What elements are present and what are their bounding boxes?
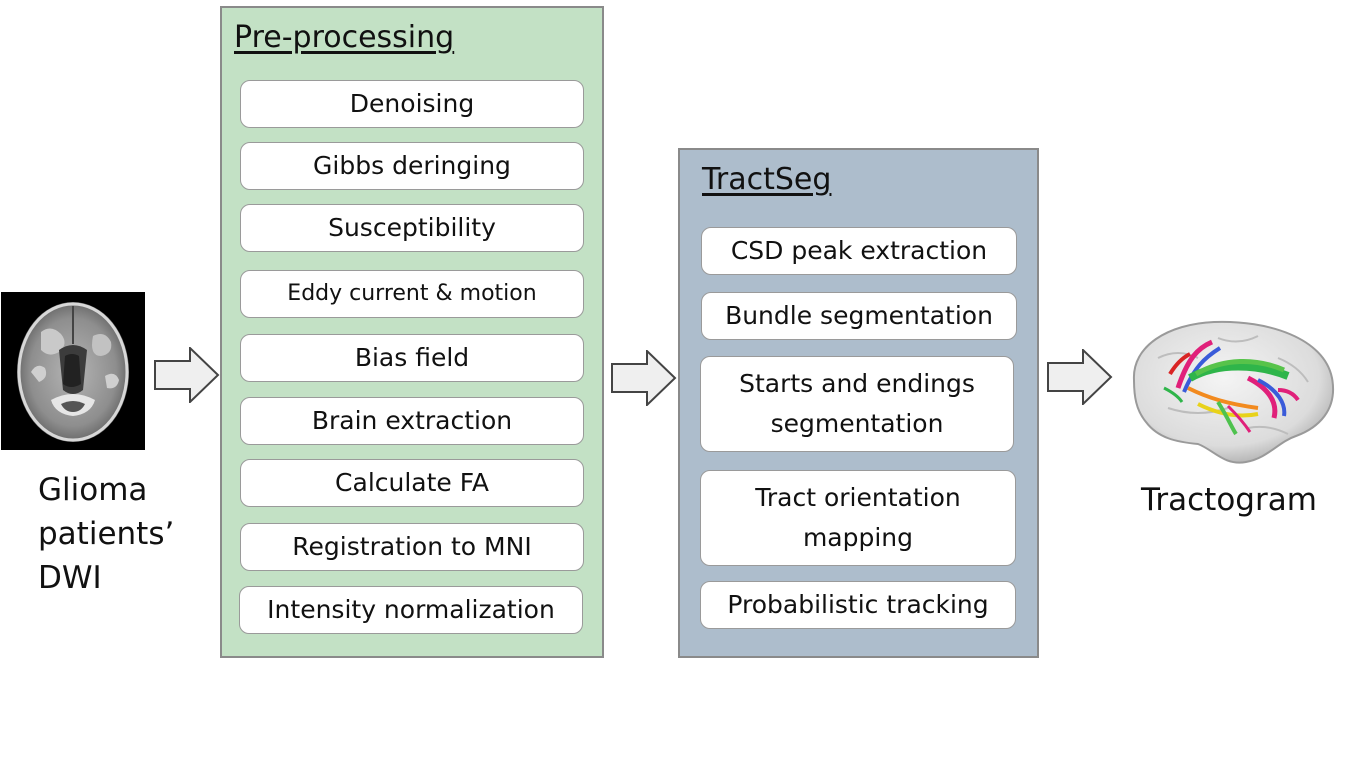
step-brain-extraction: Brain extraction: [240, 397, 584, 445]
step-bundle-segmentation: Bundle segmentation: [701, 292, 1017, 340]
step-eddy-current-motion: Eddy current & motion: [240, 270, 584, 318]
step-gibbs-deringing: Gibbs deringing: [240, 142, 584, 190]
arrow-right-icon: [1047, 349, 1113, 405]
step-tract-orientation-mapping: Tract orientation mapping: [700, 470, 1016, 566]
preprocessing-panel: Pre-processing Denoising Gibbs deringing…: [220, 6, 604, 658]
preprocessing-title: Pre-processing: [234, 20, 455, 55]
step-calculate-fa: Calculate FA: [240, 459, 584, 507]
step-probabilistic-tracking: Probabilistic tracking: [700, 581, 1016, 629]
dwi-brain-image: [1, 292, 145, 450]
arrow-right-icon: [611, 350, 677, 406]
input-caption-line: Glioma: [38, 472, 148, 508]
step-intensity-normalization: Intensity normalization: [239, 586, 583, 634]
step-registration-mni: Registration to MNI: [240, 523, 584, 571]
brain-scan-icon: [1, 292, 145, 450]
input-caption: Glioma patients’ DWI: [38, 468, 208, 600]
tractseg-title: TractSeg: [702, 162, 832, 197]
output-caption: Tractogram: [1141, 482, 1317, 518]
tractseg-panel: TractSeg CSD peak extraction Bundle segm…: [678, 148, 1039, 658]
step-bias-field: Bias field: [240, 334, 584, 382]
tractogram-image: [1128, 318, 1336, 468]
arrow-right-icon: [154, 347, 220, 403]
step-starts-endings-segmentation: Starts and endings segmentation: [700, 356, 1014, 452]
input-caption-line: DWI: [38, 560, 102, 596]
tractogram-brain-icon: [1132, 320, 1335, 464]
step-csd-peak-extraction: CSD peak extraction: [701, 227, 1017, 275]
input-caption-line: patients’: [38, 516, 175, 552]
step-denoising: Denoising: [240, 80, 584, 128]
step-susceptibility: Susceptibility: [240, 204, 584, 252]
